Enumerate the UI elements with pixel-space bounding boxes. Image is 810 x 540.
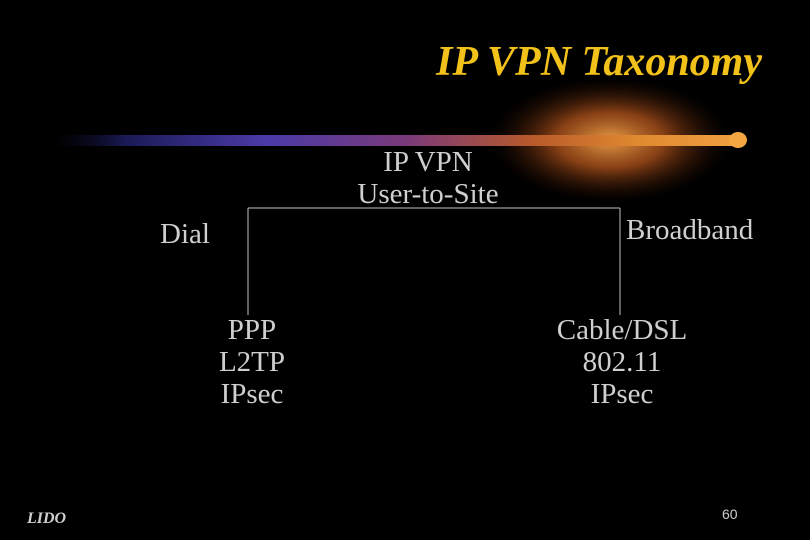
branch-dial-label: Dial (160, 218, 210, 250)
broadband-item: 802.11 (582, 346, 662, 378)
root-label-line1: IP VPN (383, 146, 473, 178)
branch-broadband-label: Broadband (626, 214, 754, 246)
swoosh-tip (729, 132, 747, 148)
footer-logo: LIDO (27, 510, 67, 527)
broadband-item: IPsec (590, 378, 654, 410)
dial-item: IPsec (220, 378, 284, 410)
broadband-protocol-list: Cable/DSL 802.11 IPsec (530, 314, 714, 410)
root-label-line2: User-to-Site (357, 178, 499, 210)
dial-protocol-list: PPP L2TP IPsec (200, 314, 304, 410)
slide-number: 60 (722, 506, 738, 522)
root-node: IP VPN User-to-Site (326, 146, 530, 210)
broadband-item: Cable/DSL (556, 314, 688, 346)
dial-item: PPP (227, 314, 277, 346)
slide-title: IP VPN Taxonomy (436, 39, 762, 85)
swoosh-bar (40, 135, 745, 146)
dial-item: L2TP (218, 346, 286, 378)
